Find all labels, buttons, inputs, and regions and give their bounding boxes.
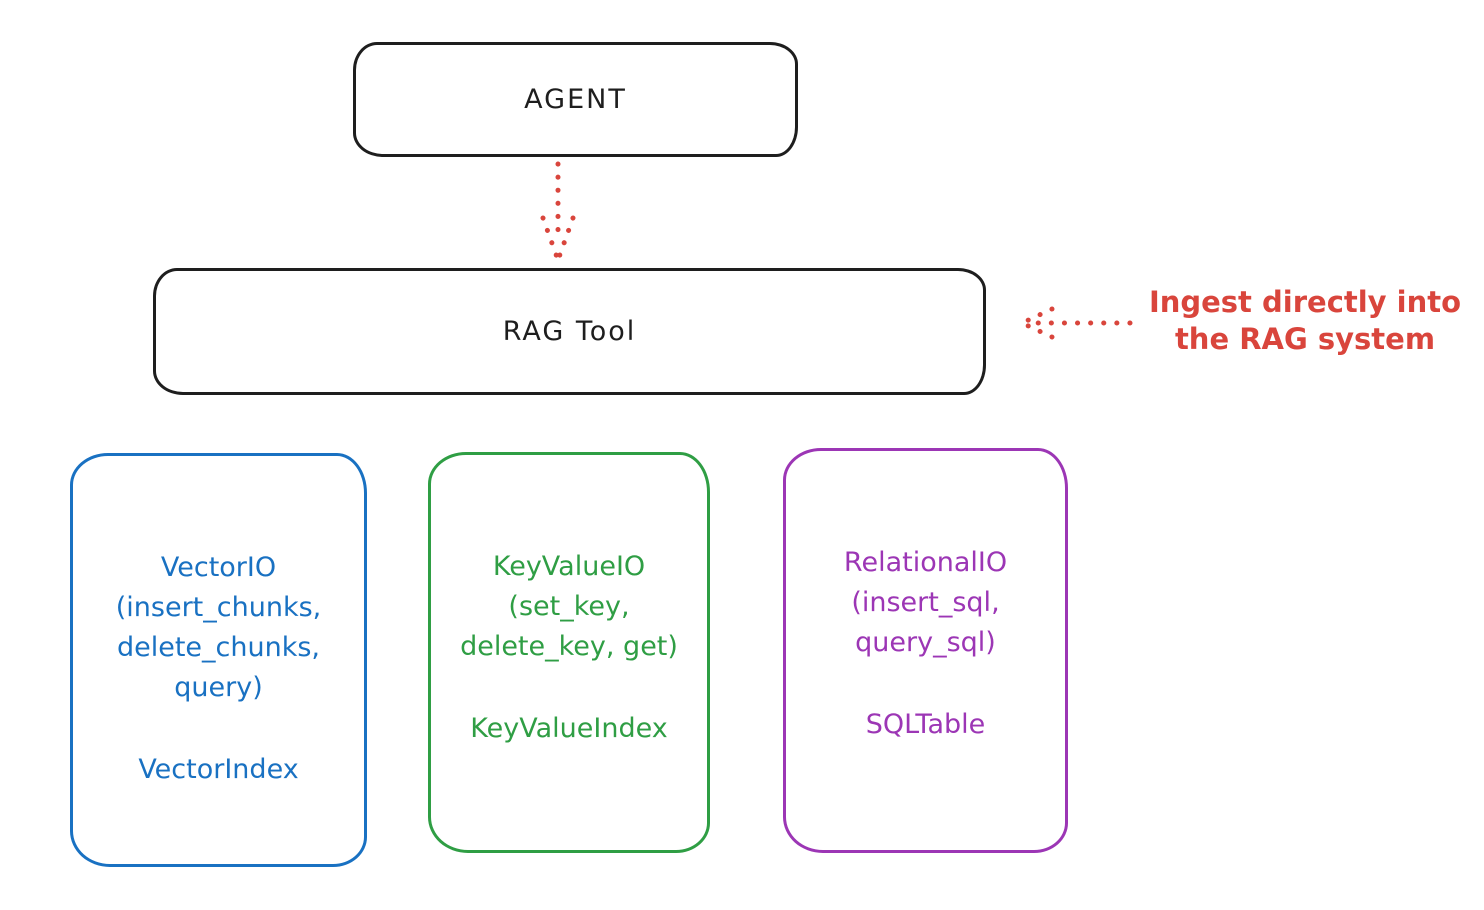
- vector-io-box: VectorIO (insert_chunks, delete_chunks, …: [70, 453, 367, 867]
- relational-io-text: RelationalIO (insert_sql, query_sql) SQL…: [786, 451, 1065, 745]
- box-line: KeyValueIO: [492, 551, 646, 582]
- ingest-annotation: Ingest directly into the RAG system: [1130, 284, 1480, 358]
- agent-label: AGENT: [524, 84, 627, 115]
- index-label: SQLTable: [865, 709, 986, 740]
- agent-to-ragtool-arrow-icon: [540, 161, 576, 263]
- box-line: (set_key,: [508, 591, 630, 622]
- key-value-io-box: KeyValueIO (set_key, delete_key, get) Ke…: [428, 452, 710, 853]
- agent-box: AGENT: [353, 42, 798, 157]
- vector-io-text: VectorIO (insert_chunks, delete_chunks, …: [73, 456, 364, 790]
- box-line: VectorIO: [160, 552, 277, 583]
- index-label: KeyValueIndex: [470, 713, 668, 744]
- box-line: delete_chunks,: [116, 632, 321, 663]
- ingest-annotation-line1: Ingest directly into: [1148, 285, 1462, 319]
- box-line: delete_key, get): [460, 631, 678, 662]
- box-line: query_sql): [855, 627, 996, 658]
- rag-tool-box: RAG Tool: [153, 268, 986, 395]
- rag-tool-label: RAG Tool: [502, 316, 637, 347]
- key-value-io-text: KeyValueIO (set_key, delete_key, get) Ke…: [431, 455, 707, 749]
- ingest-annotation-line2: the RAG system: [1174, 322, 1436, 356]
- ingest-arrow-icon: [1019, 306, 1133, 340]
- box-line: RelationalIO: [843, 547, 1008, 578]
- relational-io-box: RelationalIO (insert_sql, query_sql) SQL…: [783, 448, 1068, 853]
- index-label: VectorIndex: [138, 754, 299, 785]
- box-line: (insert_sql,: [851, 587, 1000, 618]
- box-line: query): [174, 672, 263, 703]
- box-line: (insert_chunks,: [115, 592, 322, 623]
